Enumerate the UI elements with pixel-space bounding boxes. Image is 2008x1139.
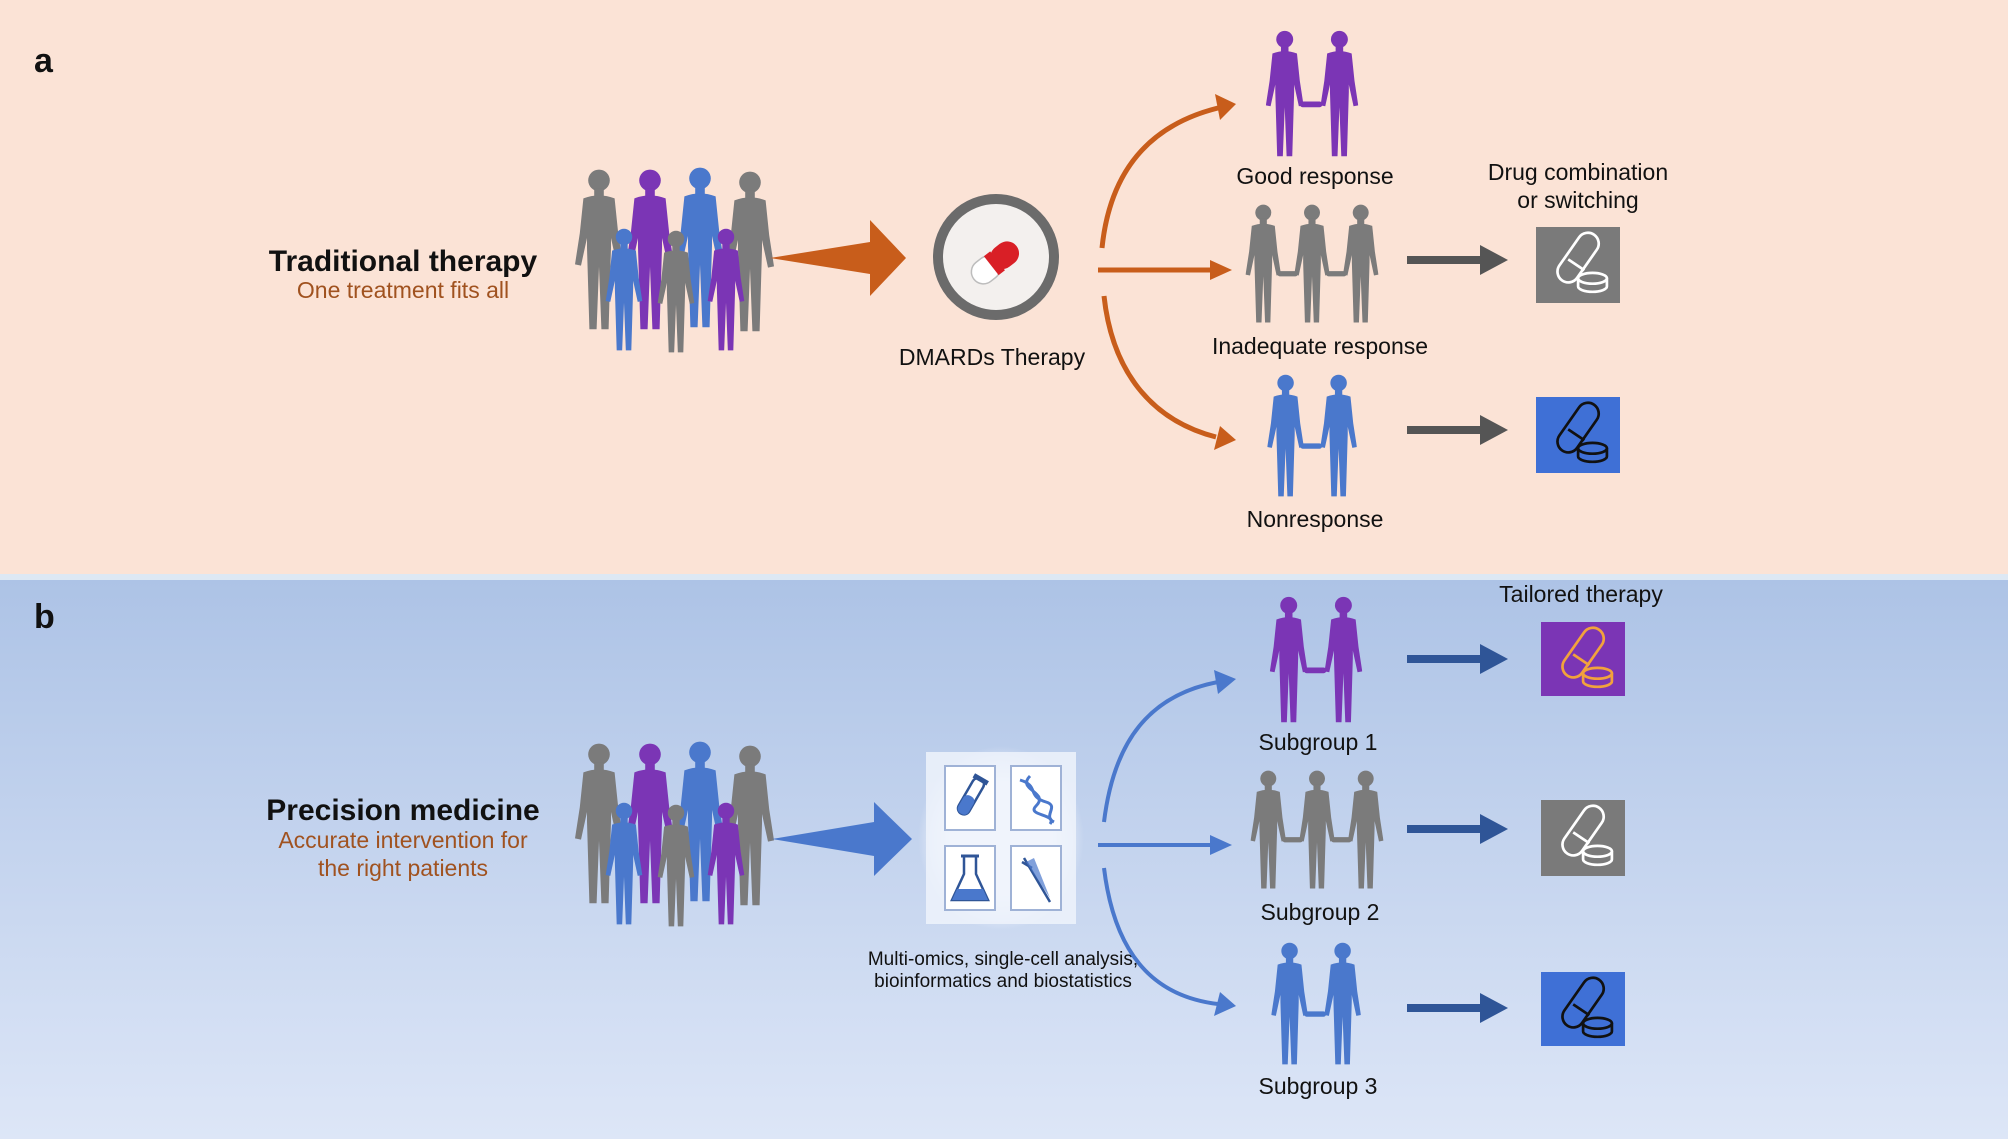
- panel-a-subtitle: One treatment fits all: [297, 277, 509, 303]
- panel-b-title: Precision medicine: [266, 794, 539, 827]
- subgroup-2-label: Subgroup 2: [1261, 899, 1380, 925]
- drug-box-gray-b: [1541, 800, 1625, 876]
- analysis-panel: [918, 746, 1084, 930]
- dmards-pill-icon: [933, 194, 1059, 320]
- subgroup-3-label: Subgroup 3: [1259, 1073, 1378, 1099]
- orange-big-arrow: [770, 220, 906, 296]
- panel-b-letter: b: [34, 598, 55, 636]
- panel-b-subtitle-line1: Accurate intervention for: [278, 827, 528, 853]
- navy-arrow-subgroup-2: [1407, 814, 1508, 844]
- outcome-arrows-a: [1098, 105, 1219, 440]
- navy-arrow-subgroup-3: [1407, 993, 1508, 1023]
- drug-box-gray-a: [1536, 227, 1620, 303]
- nonresponse-label: Nonresponse: [1247, 506, 1384, 532]
- panel-b-subtitle-line2: the right patients: [318, 855, 488, 881]
- dna-icon: [1010, 765, 1062, 831]
- test-tube-icon: [944, 765, 996, 831]
- navy-arrow-subgroup-1: [1407, 644, 1508, 674]
- subgroup-arrowheads-b: [1210, 670, 1236, 1016]
- drug-combination-label-line1: Drug combination: [1488, 159, 1668, 185]
- drug-box-blue-a: [1536, 397, 1620, 473]
- pipette-icon: [1010, 845, 1062, 911]
- drug-box-purple-b: [1541, 622, 1625, 696]
- dark-arrow-nonresponse: [1407, 415, 1508, 445]
- blue-big-arrow: [772, 802, 912, 876]
- panel-a-title: Traditional therapy: [269, 245, 538, 278]
- outcome-arrowheads-a: [1210, 94, 1236, 450]
- dmards-therapy-label: DMARDs Therapy: [899, 344, 1086, 370]
- subgroup-arrows-b: [1098, 680, 1219, 1006]
- tailored-therapy-label: Tailored therapy: [1499, 581, 1663, 607]
- drug-box-blue-b: [1541, 972, 1625, 1046]
- panel-divider: [0, 574, 2008, 580]
- subgroup-1-label: Subgroup 1: [1259, 729, 1378, 755]
- inadequate-response-label: Inadequate response: [1212, 333, 1428, 359]
- dark-arrow-inadequate: [1407, 245, 1508, 275]
- good-response-label: Good response: [1236, 163, 1393, 189]
- drug-combination-label-line2: or switching: [1517, 187, 1638, 213]
- analysis-label-line1: Multi-omics, single-cell analysis,: [868, 949, 1138, 970]
- flask-icon: [944, 845, 996, 911]
- analysis-label-line2: bioinformatics and biostatistics: [874, 971, 1132, 992]
- panel-a-letter: a: [34, 42, 54, 80]
